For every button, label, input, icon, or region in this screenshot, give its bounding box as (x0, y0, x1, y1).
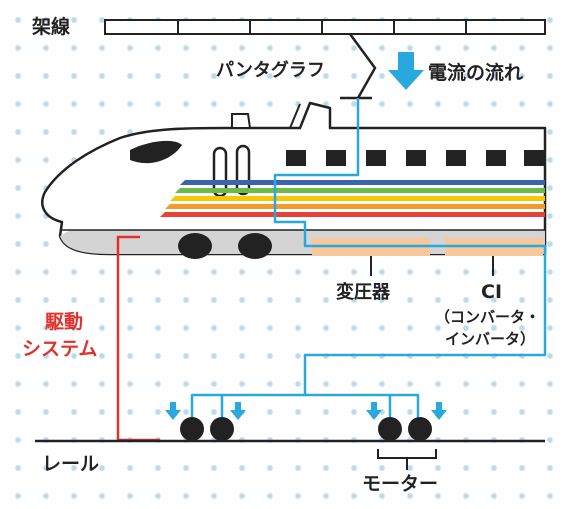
current-flow-line (190, 98, 547, 418)
pantograph-label: パンタグラフ (216, 60, 325, 81)
ci-detail-label-1: （コンバータ・ (435, 308, 541, 326)
overhead-wire-label: 架線 (32, 16, 71, 38)
train-stripes (160, 180, 545, 217)
motor-wheels (180, 417, 432, 441)
rail-label: レール (42, 453, 100, 475)
drive-system-label-2: システム (22, 338, 98, 360)
train-windows (286, 150, 544, 166)
bogie-wheels (178, 233, 272, 259)
motor-arrows (165, 402, 447, 420)
train-body (41, 101, 547, 256)
leader-lines (370, 256, 494, 470)
ci-detail-label-2: インバータ） (445, 330, 536, 348)
pantograph (340, 33, 377, 100)
current-flow-label: 電流の流れ (428, 62, 524, 84)
motor-label: モーター (362, 473, 439, 495)
transformer-label: 変圧器 (336, 282, 390, 303)
ci-label: CI (481, 281, 503, 303)
drive-system-line (116, 235, 160, 442)
drive-system-label-1: 駆動 (45, 311, 84, 333)
current-flow-arrow-icon (388, 52, 424, 90)
overhead-wire (104, 19, 546, 35)
